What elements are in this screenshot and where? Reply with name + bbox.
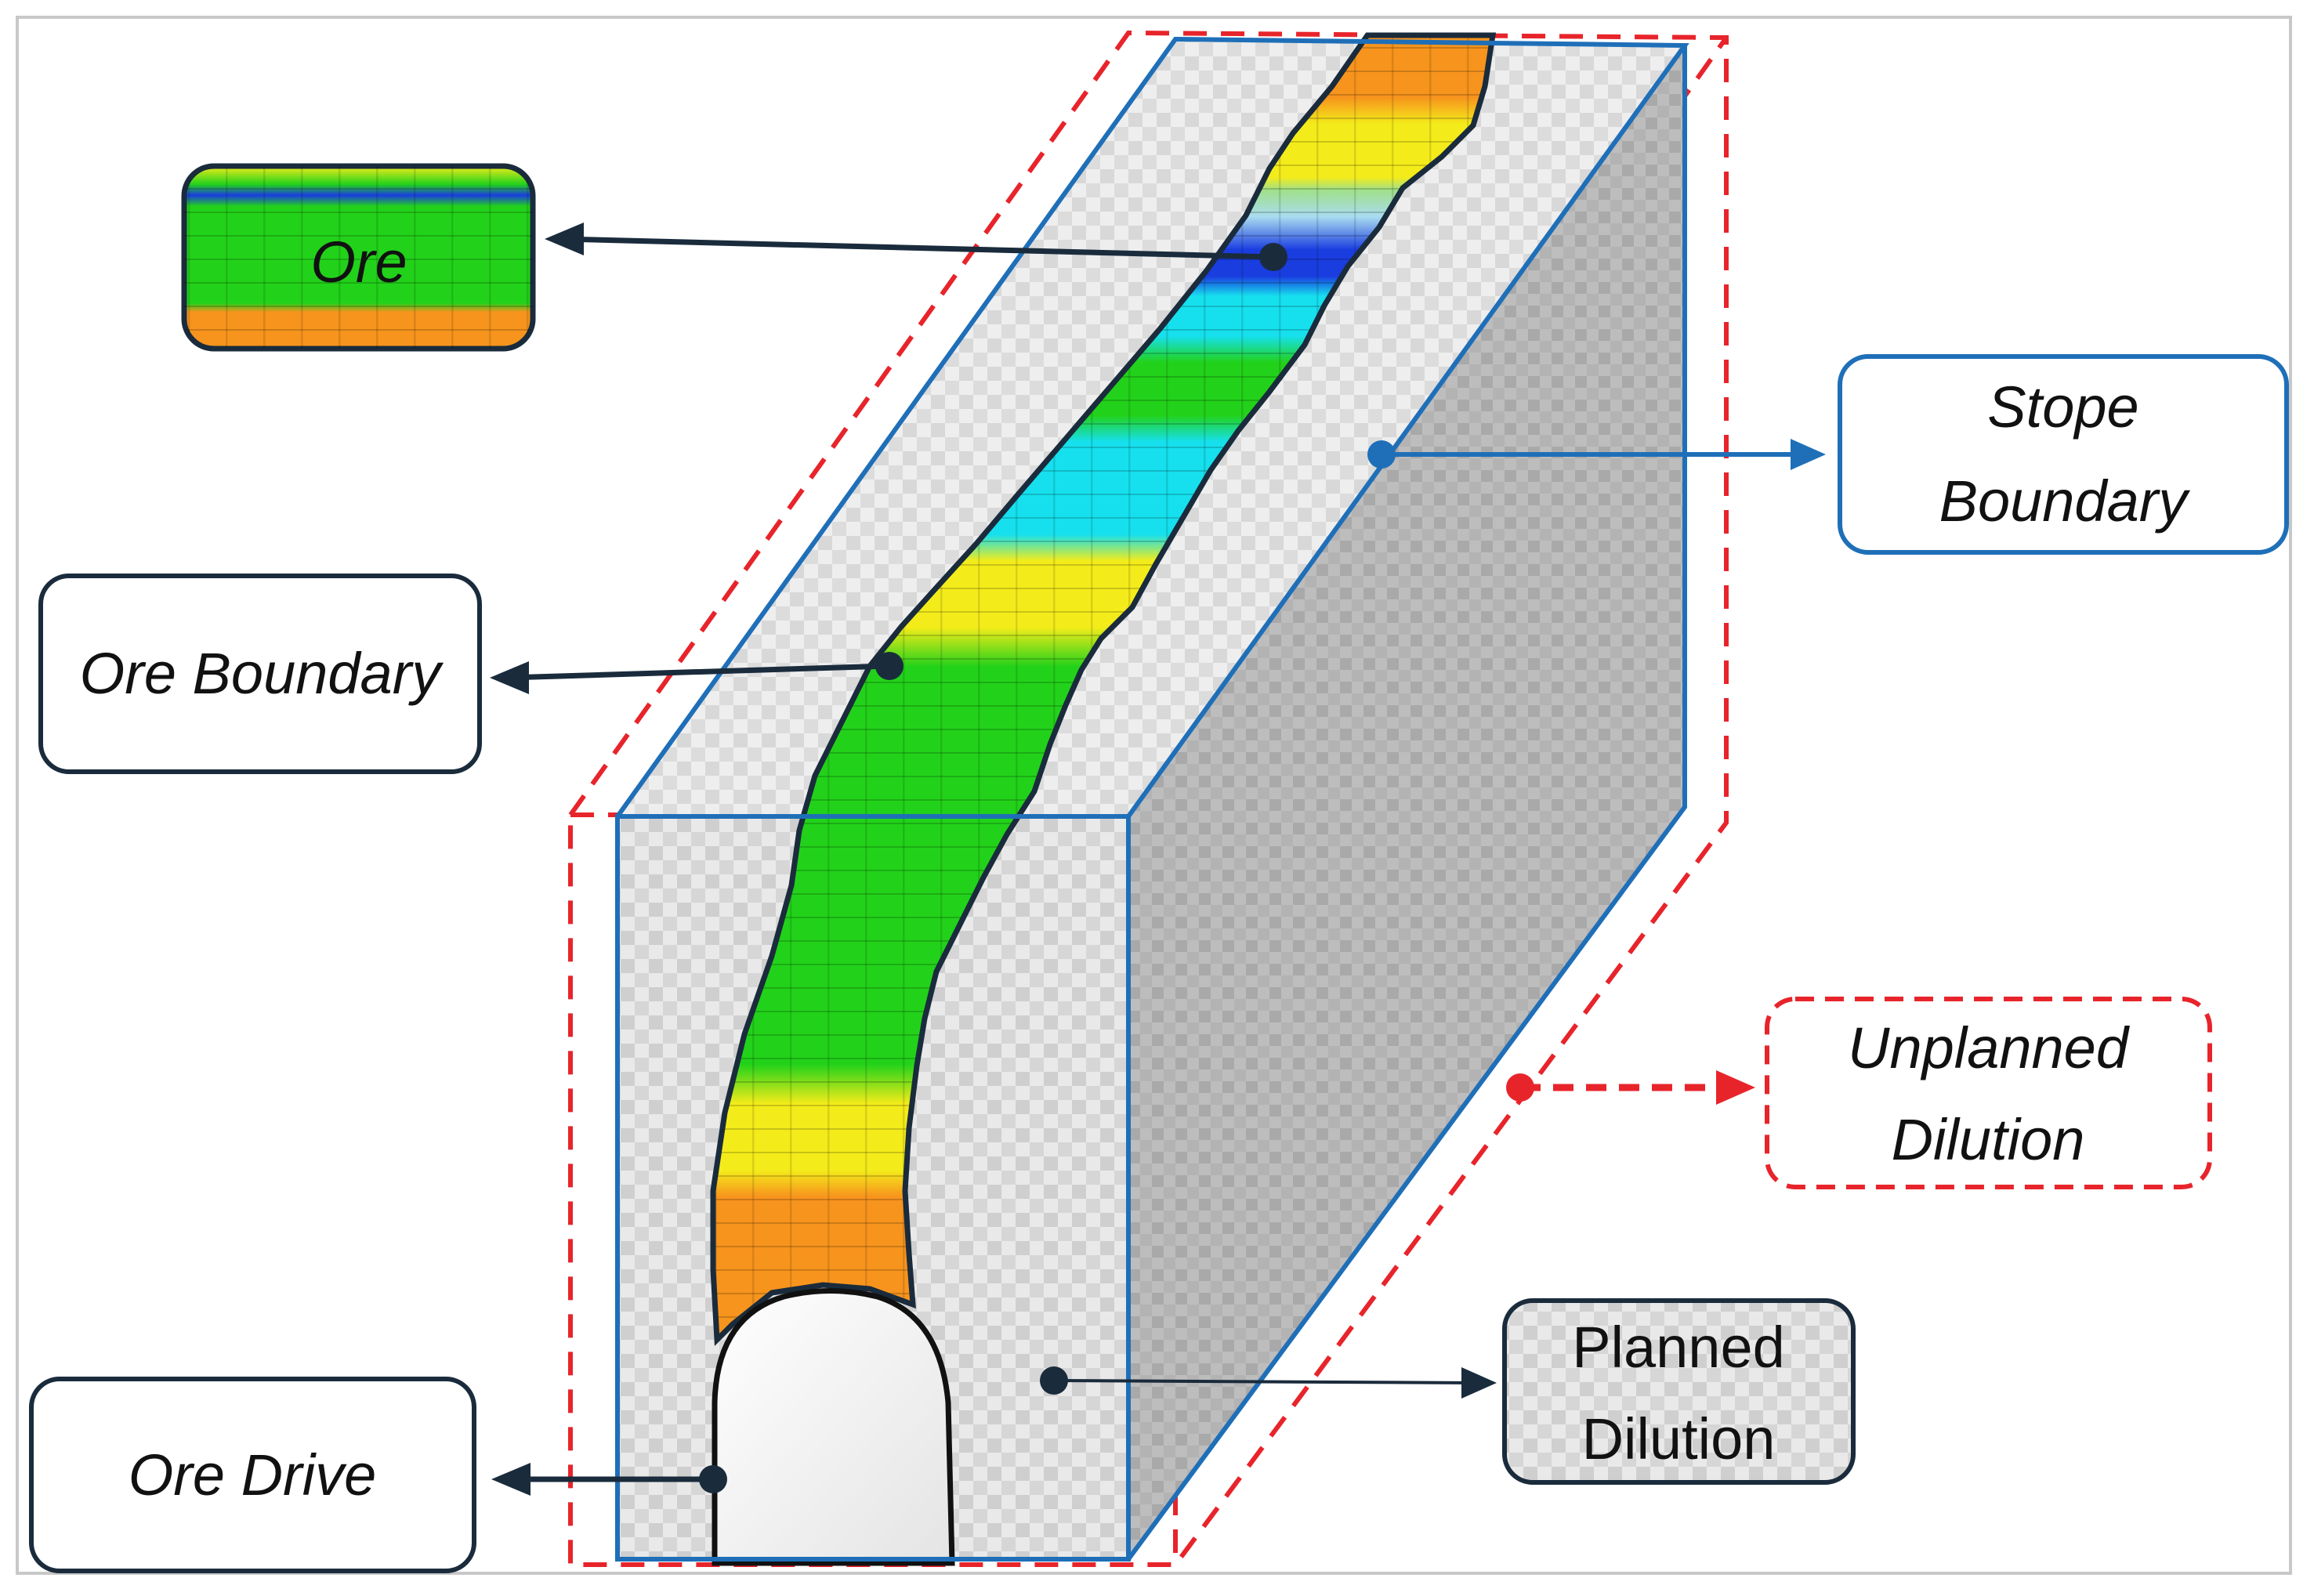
- ore-arrowhead: [545, 223, 584, 255]
- ore-boundary-anchor-dot: [875, 652, 904, 680]
- ore-anchor-dot: [1259, 243, 1287, 271]
- planned-dilution-leader-line: [1053, 1379, 1474, 1384]
- ore-boundary-leader-line: [507, 663, 890, 681]
- label-ore: Ore: [181, 163, 536, 352]
- stope-boundary-anchor-dot: [1367, 440, 1396, 469]
- ore-drive-anchor-dot: [699, 1465, 727, 1493]
- planned-dilution-label-line2: Dilution: [1582, 1406, 1776, 1471]
- stope-boundary-label-line1: Stope: [1987, 375, 2138, 440]
- figure-frame: [16, 16, 2292, 1575]
- stope-boundary-edges: [615, 36, 1689, 1562]
- planned-dilution-anchor-dot: [1040, 1366, 1068, 1395]
- ore-drive-arrowhead: [491, 1463, 531, 1496]
- unplanned-dilution-arrowhead: [1716, 1070, 1755, 1105]
- label-unplanned-dilution: Unplanned Dilution: [1765, 997, 2212, 1189]
- stope-boundary-label-line2: Boundary: [1939, 469, 2191, 534]
- unplanned-dilution-label-line2: Dilution: [1892, 1107, 2085, 1172]
- ore-leader-line: [562, 236, 1274, 260]
- label-ore-boundary: Ore Boundary: [38, 574, 482, 774]
- ore-boundary-label-text: Ore Boundary: [80, 641, 444, 706]
- ore-boundary-arrowhead: [490, 661, 529, 694]
- planned-dilution-label-line1: Planned: [1572, 1315, 1785, 1380]
- leader-lines: [490, 223, 1826, 1496]
- unplanned-dilution-anchor-dot: [1506, 1073, 1534, 1102]
- planned-dilution-arrowhead: [1461, 1367, 1497, 1399]
- label-planned-dilution: Planned Dilution: [1502, 1298, 1856, 1485]
- unplanned-dilution-label-line1: Unplanned: [1848, 1015, 2131, 1080]
- ore-drive-label-text: Ore Drive: [129, 1442, 377, 1507]
- ore-drive-tunnel: [712, 1288, 955, 1566]
- stope-boundary-arrowhead: [1791, 439, 1826, 470]
- ore-label-text: Ore: [310, 230, 407, 295]
- label-ore-drive: Ore Drive: [29, 1377, 476, 1573]
- stope-side-face: [1128, 45, 1685, 1559]
- label-stope-boundary: Stope Boundary: [1838, 354, 2289, 555]
